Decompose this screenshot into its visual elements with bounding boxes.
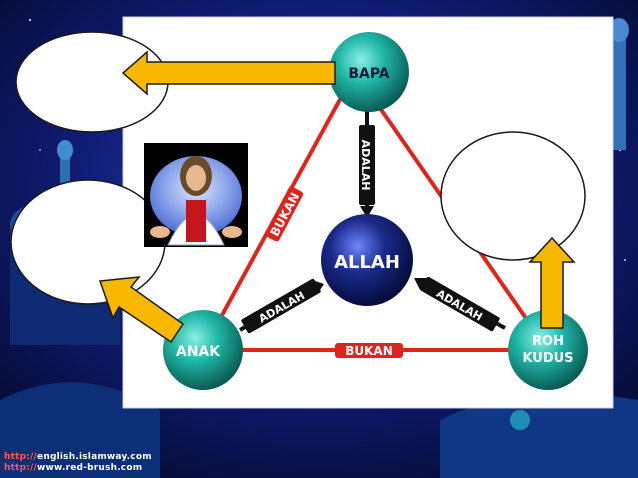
rocks-right xyxy=(440,393,638,478)
node-label-kudus: KUDUS xyxy=(522,351,573,366)
watermark-prefix-1: http:// xyxy=(4,452,38,462)
edge-label-adalah-1: ADALAH xyxy=(359,140,372,191)
watermark-url-2: www.red-brush.com xyxy=(37,463,143,473)
blank-oval-middle-left xyxy=(10,179,166,305)
node-label-roh: ROH xyxy=(532,334,564,349)
node-anak: ANAK xyxy=(163,310,243,390)
watermark-line-2: http://www.red-brush.com xyxy=(4,463,142,473)
mosque-silhouette-right xyxy=(609,18,629,150)
node-label-allah: ALLAH xyxy=(334,252,400,273)
node-bapa: BAPA xyxy=(329,32,409,112)
watermark-line-1: http://english.islamway.com xyxy=(4,452,152,462)
coral xyxy=(510,410,530,430)
arrow-bapa-to-oval xyxy=(121,50,336,96)
node-allah: ALLAH xyxy=(321,214,413,306)
arrow-anak-to-oval xyxy=(98,276,185,344)
edge-label-bukan-2: BUKAN xyxy=(345,344,393,358)
node-roh-kudus: ROH KUDUS xyxy=(508,310,588,390)
arrow-bapa-allah: ADALAH xyxy=(359,108,375,218)
blank-oval-right xyxy=(440,131,586,261)
node-label-anak: ANAK xyxy=(176,344,221,360)
label-anak-roh: BUKAN xyxy=(335,343,403,358)
rocks-left xyxy=(0,382,160,478)
jesus-illustration xyxy=(144,143,248,247)
node-label-bapa: BAPA xyxy=(348,66,389,82)
arrow-roh-to-oval xyxy=(528,236,576,329)
watermark-url-1: english.islamway.com xyxy=(37,452,152,462)
watermark-prefix-2: http:// xyxy=(4,463,38,473)
